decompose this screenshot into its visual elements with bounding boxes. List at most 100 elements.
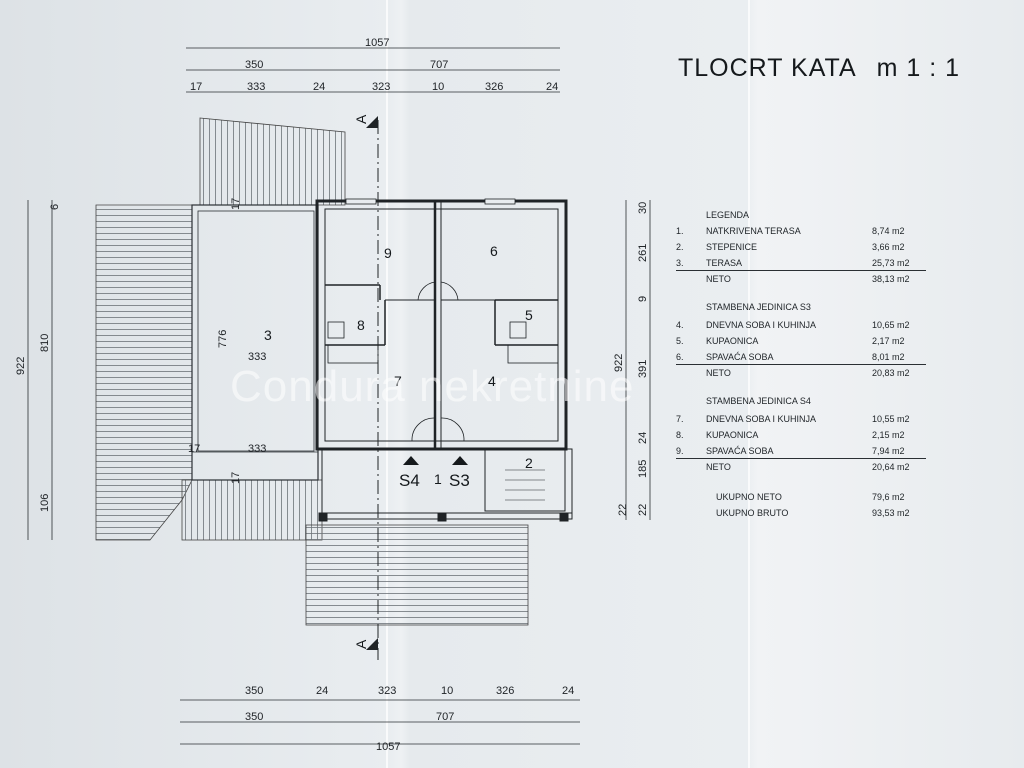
legend-area: 20,64 m2 [872,462,910,472]
legend-divider [676,458,926,459]
room-number-4: 4 [488,373,496,389]
dim-inner-height: 776 [217,330,229,348]
section-mark-top: A [353,114,369,124]
legend-row: 4. DNEVNA SOBA I KUHINJA 10,65 m2 [676,320,926,332]
entrance-markers [403,456,468,465]
dim-top-right: 707 [430,59,448,71]
legend-area: 2,15 m2 [872,430,905,440]
dim-right-seg: 24 [637,432,649,444]
dim-top-seg: 326 [485,81,503,93]
dim-right-total: 922 [613,354,625,372]
title-text: TLOCRT KATA [678,54,857,82]
dim-bottom-seg: 24 [316,685,328,697]
legend-name: DNEVNA SOBA I KUHINJA [706,320,817,330]
legend-name: UKUPNO NETO [716,492,782,502]
dim-top-seg: 17 [190,81,202,93]
legend-name: NETO [706,274,731,284]
legend-name: STEPENICE [706,242,758,252]
dim-top-seg: 24 [546,81,558,93]
legend-area: 93,53 m2 [872,508,910,518]
dim-bottom-seg: 350 [245,685,263,697]
room-number-1: 1 [434,471,442,487]
legend-area: 20,83 m2 [872,368,910,378]
paper-fold [386,0,388,768]
legend-area: 3,66 m2 [872,242,905,252]
dim-inner-width: 333 [248,351,266,363]
unit-label-s4: S4 [399,471,420,490]
room-number-3: 3 [264,327,272,343]
legend-no: 5. [676,336,684,346]
legend-area: 8,01 m2 [872,352,905,362]
dim-bottom-seg: 10 [441,685,453,697]
legend-area: 8,74 m2 [872,226,905,236]
legend-area: 10,65 m2 [872,320,910,330]
legend-area: 25,73 m2 [872,258,910,268]
dim-bottom-seg: 323 [378,685,396,697]
dim-inner-thk: 17 [230,472,242,484]
dim-top-left: 350 [245,59,263,71]
unit-label-s3: S3 [449,471,470,490]
legend-name: DNEVNA SOBA I KUHINJA [706,414,817,424]
dim-bottom-right: 707 [436,711,454,723]
dim-bottom-total: 1057 [376,741,400,753]
legend-row: 3. TERASA 25,73 m2 [676,258,926,270]
legend-heading: LEGENDA [706,210,750,220]
legend-row: 1. NATKRIVENA TERASA 8,74 m2 [676,226,926,238]
dim-bottom-seg: 326 [496,685,514,697]
legend-group-title: STAMBENA JEDINICA S4 [706,396,811,406]
dim-top-total: 1057 [365,37,389,49]
legend-area: 2,17 m2 [872,336,905,346]
dim-top-seg: 333 [247,81,265,93]
title-scale: m 1 : 1 [876,54,961,82]
legend-neto-row: NETO 38,13 m2 [676,274,926,286]
dim-inner-thk: 17 [188,443,200,455]
legend-total-neto: UKUPNO NETO 79,6 m2 [676,492,926,504]
legend-row: 6. SPAVAĆA SOBA 8,01 m2 [676,352,926,364]
drawing-title: TLOCRT KATA m 1 : 1 [678,54,980,83]
legend-no: 6. [676,352,684,362]
legend-area: 7,94 m2 [872,446,905,456]
legend-name: KUPAONICA [706,336,759,346]
building-walls [315,198,568,451]
legend-name: SPAVAĆA SOBA [706,446,774,456]
legend-no: 1. [676,226,684,236]
dim-left-top: 6 [49,204,61,210]
room-number-2: 2 [525,455,533,471]
section-line [366,116,379,660]
room-number-8: 8 [357,317,365,333]
legend-row: 8. KUPAONICA 2,15 m2 [676,430,926,442]
legend-no: 9. [676,446,684,456]
legend-row: 7. DNEVNA SOBA I KUHINJA 10,55 m2 [676,414,926,426]
legend-name: UKUPNO BRUTO [716,508,789,518]
dim-top-seg: 24 [313,81,325,93]
dimension-lines [27,47,651,745]
dim-left-low: 106 [39,494,51,512]
dim-bottom-seg: 24 [562,685,574,697]
legend-row: 2. STEPENICE 3,66 m2 [676,242,926,254]
dim-right-seg: 261 [637,244,649,262]
dim-left-total: 922 [15,357,27,375]
room-number-9: 9 [384,245,392,261]
legend-divider [676,364,926,365]
dim-bottom-left: 350 [245,711,263,723]
legend-name: NETO [706,368,731,378]
dim-right-seg: 30 [637,202,649,214]
legend-neto-row: NETO 20,64 m2 [676,462,926,474]
legend-no: 8. [676,430,684,440]
dim-right-seg: 391 [637,360,649,378]
legend-no: 2. [676,242,684,252]
dim-right-seg: 22 [637,504,649,516]
legend-name: TERASA [706,258,743,268]
dim-right-seg: 185 [637,460,649,478]
legend-neto-row: NETO 20,83 m2 [676,368,926,380]
dim-inner-thk: 22 [617,504,629,516]
legend-name: NATKRIVENA TERASA [706,226,801,236]
legend-area: 10,55 m2 [872,414,910,424]
legend-total-bruto: UKUPNO BRUTO 93,53 m2 [676,508,926,520]
legend-name: NETO [706,462,731,472]
section-mark-bottom: A [353,639,369,649]
room-number-5: 5 [525,307,533,323]
dim-inner-width: 333 [248,443,266,455]
dim-top-seg: 10 [432,81,444,93]
